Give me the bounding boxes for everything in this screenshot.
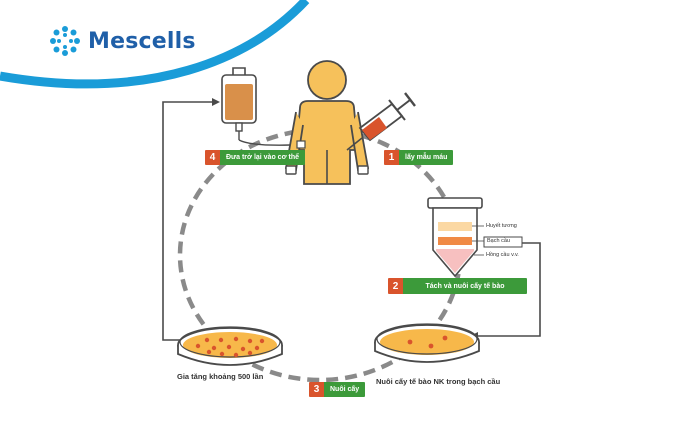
- return-loop-line: [162, 101, 230, 341]
- brand: Mescells: [48, 24, 196, 58]
- petri-dish-right-icon: [374, 323, 480, 363]
- centrifuge-tube-icon: [427, 197, 523, 278]
- step-4-label: Đưa trở lại vào cơ thể: [220, 150, 305, 165]
- tube-label-white-cells: Bạch cầu: [487, 238, 510, 244]
- step-2-label: Tách và nuôi cấy tế bào: [403, 278, 527, 294]
- step-1-badge: 1 lấy mẫu máu: [384, 150, 454, 165]
- step-1-number: 1: [384, 150, 399, 165]
- step-3-badge: 3 Nuôi cấy: [309, 382, 366, 397]
- step-1-label: lấy mẫu máu: [399, 150, 454, 165]
- caption-right-dish: Nuôi cấy tế bào NK trong bạch cầu: [376, 377, 501, 386]
- brand-name: Mescells: [88, 28, 196, 54]
- step-2-number: 2: [388, 278, 403, 294]
- patient-figure-icon: [284, 60, 370, 185]
- step-3-number: 3: [309, 382, 324, 397]
- header-arc-blue: [0, 0, 310, 89]
- tube-label-red-cells: Hồng cầu v.v.: [486, 252, 519, 258]
- return-loop-arrowhead: [212, 98, 220, 106]
- step-4-number: 4: [205, 150, 220, 165]
- syringe-icon: [346, 92, 416, 151]
- tube-label-plasma: Huyết tương: [486, 223, 517, 229]
- cell-dots-right: [407, 335, 448, 349]
- cell-cluster-logo-icon: [50, 26, 80, 56]
- caption-left-dish: Gia tăng khoảng 500 lần: [177, 372, 264, 381]
- cell-dots-left: [195, 336, 265, 358]
- step-2-badge: 2 Tách và nuôi cấy tế bào: [388, 278, 527, 294]
- step-3-label: Nuôi cấy: [324, 382, 366, 397]
- tube-to-dish-line: [478, 242, 541, 337]
- header-arc-shape: [0, 0, 310, 81]
- step-4-badge: 4 Đưa trở lại vào cơ thể: [205, 150, 305, 165]
